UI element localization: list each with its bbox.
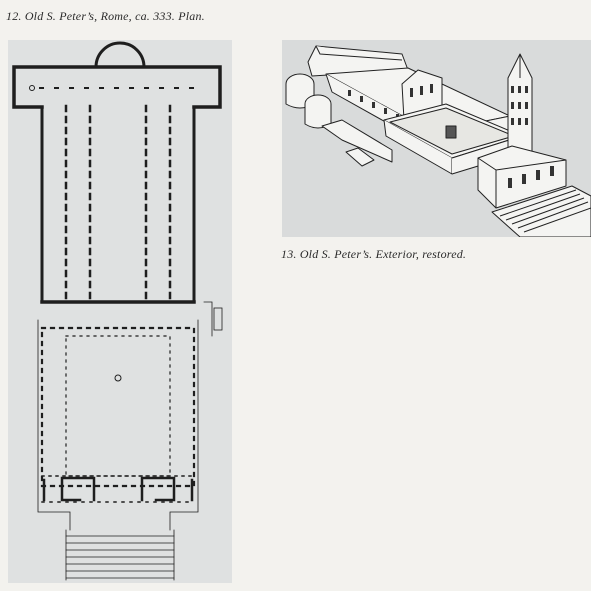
floor-plan-figure	[8, 40, 232, 583]
exterior-drawing	[285, 45, 591, 237]
gatehouse-left	[60, 476, 96, 502]
atrium-inner	[65, 335, 171, 477]
floor-plan-drawing	[12, 41, 223, 581]
front-stairs	[65, 529, 175, 581]
figure-13-number: 13.	[281, 247, 297, 261]
figure-12-caption: 12. Old S. Peter’s, Rome, ca. 333. Plan.	[6, 9, 205, 24]
figure-12-text: Old S. Peter’s, Rome, ca. 333. Plan.	[24, 9, 205, 23]
atrium-colonnade	[40, 326, 196, 488]
transept-walls	[12, 65, 222, 109]
atrium-precinct	[37, 319, 199, 531]
figure-12-number: 12.	[6, 9, 22, 23]
gatehouse-right	[140, 476, 176, 502]
exterior-reconstruction-figure	[282, 40, 591, 237]
figure-13-text: Old S. Peter’s. Exterior, restored.	[299, 247, 467, 261]
front-stairs-exterior	[491, 185, 591, 237]
figure-13-caption: 13. Old S. Peter’s. Exterior, restored.	[281, 247, 466, 262]
atrium-fountain	[445, 125, 457, 139]
fountain	[114, 374, 122, 382]
apse	[94, 41, 146, 69]
